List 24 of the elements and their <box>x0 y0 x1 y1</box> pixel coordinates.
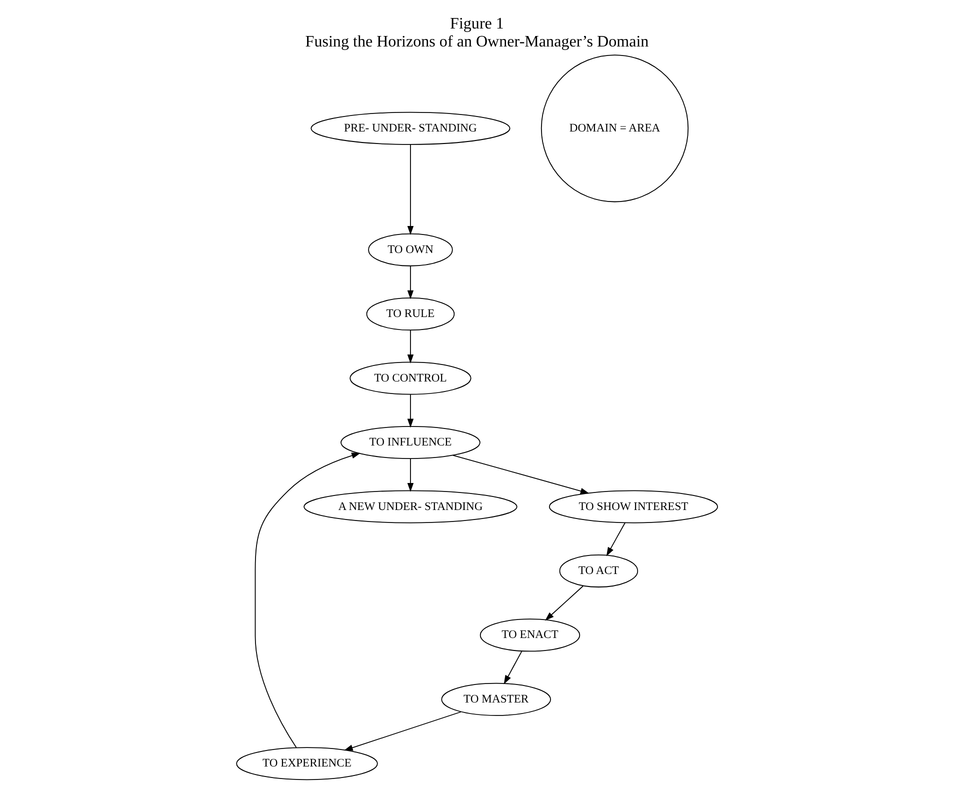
diagram-title: Figure 1 <box>450 16 504 33</box>
arrow <box>606 522 625 556</box>
node-ellipse: TO CONTROL <box>349 362 471 395</box>
node-circle: DOMAIN = AREA <box>540 54 688 202</box>
arrow <box>503 650 522 684</box>
node-ellipse: PRE- UNDER- STANDING <box>310 112 510 145</box>
node-ellipse: TO EXPERIENCE <box>236 747 378 780</box>
node-ellipse: TO ENACT <box>479 618 580 652</box>
node-ellipse: TO OWN <box>368 233 452 266</box>
node-ellipse: TO MASTER <box>440 682 551 716</box>
arrow <box>406 266 414 300</box>
node-ellipse: TO ACT <box>558 554 638 588</box>
node-ellipse: TO SHOW INTEREST <box>548 490 718 524</box>
node-ellipse: TO RULE <box>366 298 454 331</box>
arrow <box>406 144 414 235</box>
arrow <box>544 586 584 621</box>
arrow <box>254 452 360 748</box>
arrow <box>343 711 461 751</box>
arrow <box>452 454 589 494</box>
arrow <box>406 458 414 492</box>
arrow <box>406 394 414 428</box>
caption: Fusing the Horizons of an Owner-Manager’s Domain <box>304 34 648 51</box>
arrow <box>406 330 414 364</box>
node-ellipse: A NEW UNDER- STANDING <box>303 490 517 524</box>
